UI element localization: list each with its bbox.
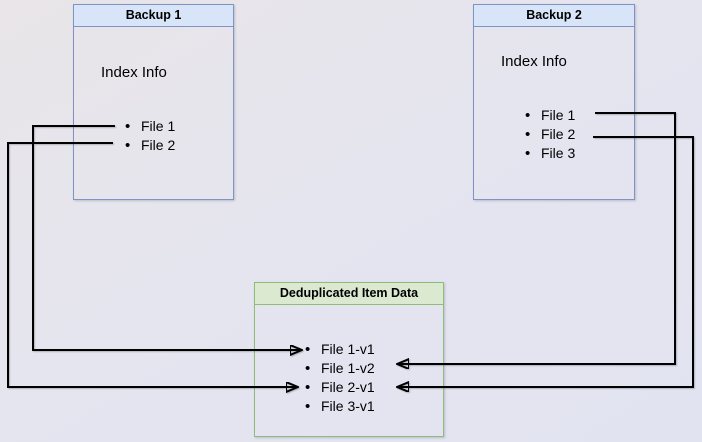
list-item: File 2 bbox=[525, 125, 575, 144]
list-item: File 3 bbox=[525, 144, 575, 163]
backup1-file-list: File 1 File 2 bbox=[125, 117, 175, 155]
backup1-title: Backup 1 bbox=[74, 5, 233, 27]
backup1-box: Backup 1 Index Info File 1 File 2 bbox=[73, 4, 234, 200]
list-item: File 2-v1 bbox=[305, 378, 375, 397]
list-item: File 2 bbox=[125, 136, 175, 155]
backup1-subtitle: Index Info bbox=[101, 64, 167, 81]
dedup-title: Deduplicated Item Data bbox=[255, 283, 443, 305]
dedup-item-list: File 1-v1 File 1-v2 File 2-v1 File 3-v1 bbox=[305, 340, 375, 416]
dedup-box: Deduplicated Item Data File 1-v1 File 1-… bbox=[254, 282, 444, 437]
list-item: File 1 bbox=[525, 106, 575, 125]
list-item: File 3-v1 bbox=[305, 397, 375, 416]
list-item: File 1-v1 bbox=[305, 340, 375, 359]
list-item: File 1-v2 bbox=[305, 359, 375, 378]
backup2-box: Backup 2 Index Info File 1 File 2 File 3 bbox=[473, 4, 635, 200]
backup2-subtitle: Index Info bbox=[501, 53, 567, 70]
backup2-file-list: File 1 File 2 File 3 bbox=[525, 106, 575, 163]
backup2-title: Backup 2 bbox=[474, 5, 634, 27]
list-item: File 1 bbox=[125, 117, 175, 136]
